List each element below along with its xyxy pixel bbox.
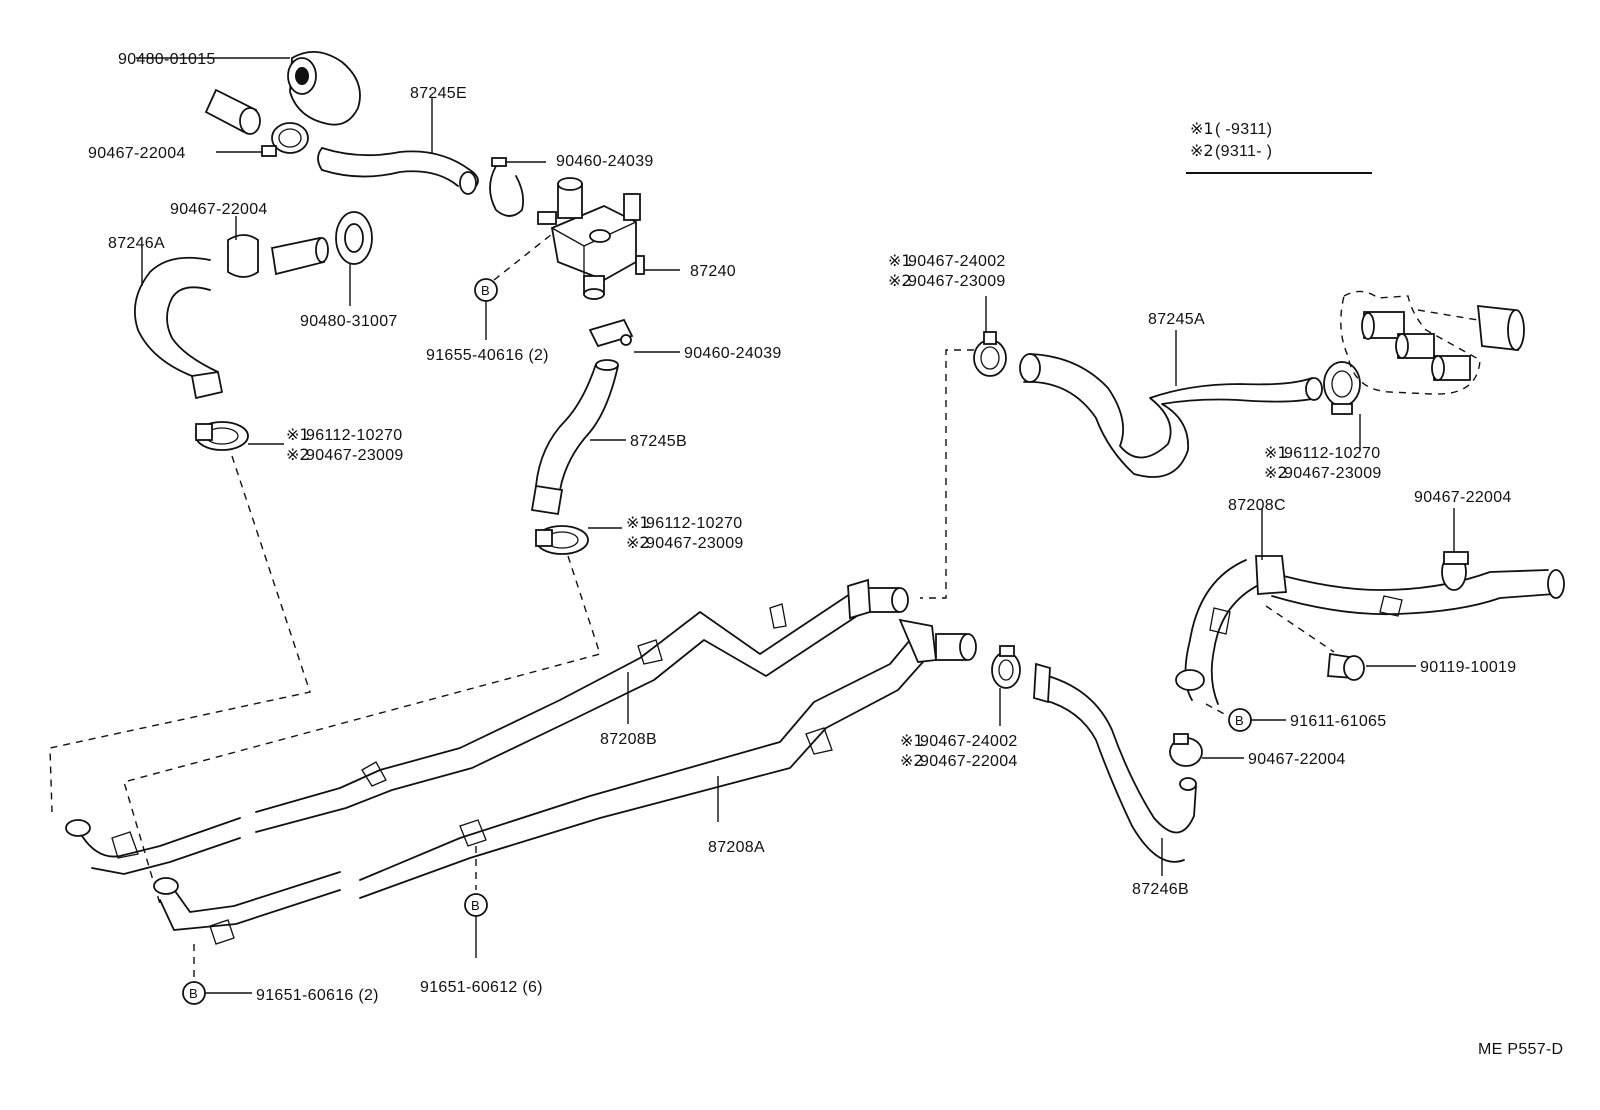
pipe-87208C [1175, 508, 1565, 705]
label-clamp-top-right-1: 90467-24002 [908, 253, 1006, 270]
hose-87246A [133, 246, 223, 399]
clamp-90467-22004-b [227, 216, 259, 278]
hose-87246B [1033, 662, 1197, 876]
label-90467-22004-d: 90467-22004 [1248, 751, 1346, 768]
bolt-symbol: B [471, 898, 480, 913]
diagram-code: ME P557-D [1478, 1041, 1563, 1058]
legend: ※1 ( -9311) ※2 (9311- ) [1186, 119, 1372, 174]
clamp-90467-22004-c [1441, 508, 1469, 591]
mark-1: ※1 [900, 731, 924, 750]
grommet-90480-31007 [335, 211, 373, 306]
bolt-symbol: B [189, 986, 198, 1001]
label-90480-31007: 90480-31007 [300, 313, 398, 330]
mark-2: ※2 [888, 271, 912, 290]
bolt-91651-60612: B [464, 846, 488, 958]
label-clamp-right-2: 90467-23009 [1284, 465, 1382, 482]
label-87208C: 87208C [1228, 497, 1286, 514]
valve-87240 [537, 177, 680, 300]
clamp-top-right [920, 296, 1007, 599]
label-87208B: 87208B [600, 731, 657, 748]
label-clamp-left-1: 96112-10270 [306, 427, 402, 444]
clip-90460-24039-b [588, 318, 680, 353]
label-91655-40616: 91655-40616 (2) [426, 347, 549, 364]
label-clamp-middle-2: 90467-23009 [646, 535, 744, 552]
label-clamp-bottom-middle-1: 90467-24002 [920, 733, 1018, 750]
bolt-91611-61065: B [1205, 703, 1286, 732]
hose-87245A [1019, 330, 1323, 478]
label-90467-22004-b: 90467-22004 [170, 201, 268, 218]
label-87246B: 87246B [1132, 881, 1189, 898]
label-87208A: 87208A [708, 839, 765, 856]
mark-1: ※1 [888, 251, 912, 270]
label-90467-22004-c: 90467-22004 [1414, 489, 1512, 506]
small-pipe [204, 88, 261, 135]
pipe-87208B [65, 578, 909, 875]
label-91651-60612: 91651-60612 (6) [420, 979, 543, 996]
cap-90480-01015 [136, 51, 361, 126]
clamp-90467-22004-a [216, 122, 309, 157]
mark-2: ※2 [900, 751, 924, 770]
label-clamp-left-2: 90467-23009 [306, 447, 404, 464]
clamp-bottom-middle [991, 645, 1021, 726]
label-91611-61065: 91611-61065 [1290, 713, 1386, 730]
label-87245B: 87245B [630, 433, 687, 450]
guide-middle [123, 555, 601, 905]
mark-2: ※2 [1264, 463, 1288, 482]
guide-left [49, 455, 311, 813]
label-90480-01015: 90480-01015 [118, 51, 216, 68]
mark-1: ※1 [286, 425, 310, 444]
bolt-91655-40616: B [474, 233, 553, 340]
pipe-short-b [270, 236, 329, 276]
label-87246A: 87246A [108, 235, 165, 252]
label-87245E: 87245E [410, 85, 467, 102]
clamp-left [195, 421, 284, 451]
label-90467-22004-a: 90467-22004 [88, 145, 186, 162]
label-87245A: 87245A [1148, 311, 1205, 328]
mark-1: ※1 [626, 513, 650, 532]
clip-90460-24039-a [489, 157, 546, 217]
label-87240: 87240 [690, 263, 736, 280]
label-90460-24039-b: 90460-24039 [684, 345, 782, 362]
legend-range-1: ( -9311) [1215, 121, 1272, 138]
clamp-right [1323, 361, 1361, 450]
legend-mark-1: ※1 [1190, 119, 1214, 138]
label-91651-60616: 91651-60616 (2) [256, 987, 379, 1004]
water-outlet [1340, 290, 1525, 395]
hose-87245B [530, 359, 626, 516]
bolt-symbol: B [1235, 713, 1244, 728]
mark-2: ※2 [286, 445, 310, 464]
label-clamp-right-1: 96112-10270 [1284, 445, 1380, 462]
pipe-87208A [153, 618, 977, 945]
legend-mark-2: ※2 [1190, 141, 1214, 160]
clamp-90467-22004-d [1169, 733, 1244, 767]
mark-1: ※1 [1264, 443, 1288, 462]
label-90119-10019: 90119-10019 [1420, 659, 1516, 676]
hose-87245E [317, 98, 479, 195]
clamp-middle [535, 525, 622, 555]
mark-2: ※2 [626, 533, 650, 552]
label-clamp-bottom-middle-2: 90467-22004 [920, 753, 1018, 770]
legend-range-2: (9311- ) [1215, 143, 1272, 160]
label-clamp-middle-1: 96112-10270 [646, 515, 742, 532]
bolt-symbol: B [481, 283, 490, 298]
bolt-90119-10019 [1265, 605, 1416, 681]
bolt-91651-60616: B [182, 944, 252, 1005]
label-90460-24039-a: 90460-24039 [556, 153, 654, 170]
label-clamp-top-right-2: 90467-23009 [908, 273, 1006, 290]
